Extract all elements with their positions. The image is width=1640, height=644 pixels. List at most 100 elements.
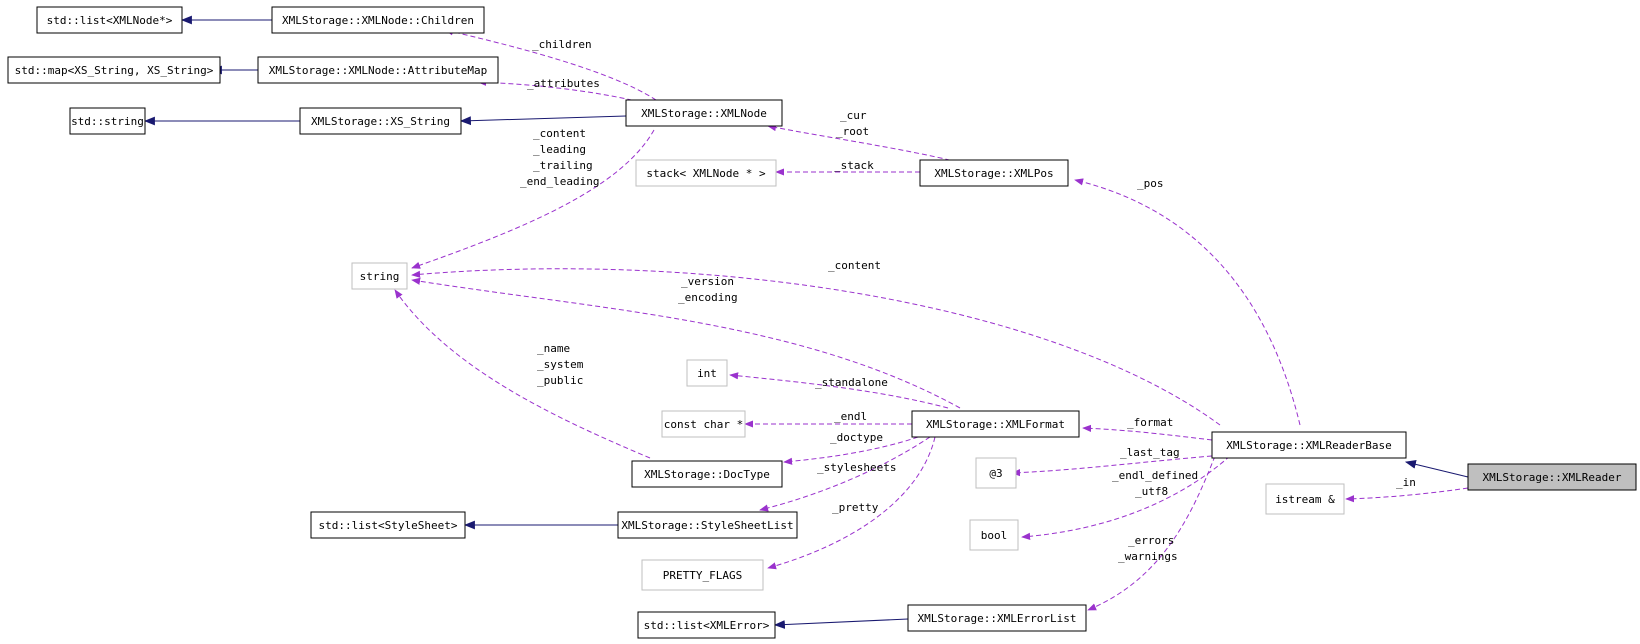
edge-label-pos: _pos — [1137, 177, 1164, 190]
node-std-list-stylesheet[interactable]: std::list<StyleSheet> — [310, 511, 466, 539]
edge-label-last-tag: _last_tag — [1120, 446, 1180, 459]
edge-label-content: _content — [828, 259, 881, 272]
edge-endl-defined-utf8 — [1021, 455, 1231, 540]
node-label: XMLStorage::XMLReader — [1482, 471, 1621, 484]
edge-last-tag — [1011, 455, 1213, 477]
node-std-map[interactable]: std::map<XS_String, XS_String> — [7, 56, 221, 84]
edge-errors-warnings — [1087, 455, 1216, 611]
node-label: int — [697, 367, 717, 380]
edge-cur-root — [767, 124, 959, 163]
node-std-list-xmlnode[interactable]: std::list<XMLNode*> — [36, 6, 183, 34]
node-const-char[interactable]: const char * — [661, 410, 746, 438]
edge-label-xmlnode-content: _content — [533, 127, 586, 140]
edge-label-cur: _cur — [840, 109, 867, 122]
node-label: std::list<XMLNode*> — [47, 14, 173, 27]
edge-label-public: _public — [537, 374, 583, 387]
edge-label-errors: _errors — [1128, 534, 1174, 547]
node-label: @3 — [989, 467, 1002, 480]
edge-children — [444, 28, 657, 101]
node-label: std::map<XS_String, XS_String> — [15, 64, 214, 77]
edge-label-utf8: _utf8 — [1135, 485, 1168, 498]
node-xmlreader[interactable]: XMLStorage::XMLReader — [1467, 463, 1637, 491]
edge-in — [1345, 487, 1469, 503]
node-label: XMLStorage::XS_String — [311, 115, 450, 128]
node-stylesheetlist[interactable]: XMLStorage::StyleSheetList — [617, 511, 798, 539]
node-label: string — [360, 270, 400, 283]
edge-content — [411, 268, 1221, 426]
node-std-list-xmlerror[interactable]: std::list<XMLError> — [637, 611, 776, 639]
node-label: XMLStorage::DocType — [644, 468, 770, 481]
inheritance-edges — [143, 15, 1469, 629]
edge-label-version: _version — [681, 275, 734, 288]
edge-xmlreader-to-xmlreaderbase — [1404, 460, 1469, 478]
edge-format — [1082, 424, 1213, 441]
edge-pretty — [767, 436, 936, 570]
node-label: PRETTY_FLAGS — [663, 569, 742, 582]
edge-xmlerrorlist-to-std-list-xmlerror — [773, 618, 909, 629]
node-attribute-map[interactable]: XMLStorage::XMLNode::AttributeMap — [257, 56, 499, 84]
edge-xmlnode-to-xs-string — [459, 115, 627, 126]
edge-label-attributes: _attributes — [527, 77, 600, 90]
nodes: std::list<XMLNode*> XMLStorage::XMLNode:… — [7, 6, 1637, 639]
edge-label-standalone: _standalone — [815, 376, 888, 389]
node-label: const char * — [664, 418, 743, 431]
node-xmlpos[interactable]: XMLStorage::XMLPos — [919, 159, 1069, 187]
node-label: XMLStorage::XMLReaderBase — [1226, 439, 1392, 452]
node-label: XMLStorage::StyleSheetList — [621, 519, 793, 532]
edge-labels: _children _attributes _cur _root _conten… — [520, 38, 1416, 563]
edge-label-system: _system — [537, 358, 584, 371]
node-int[interactable]: int — [686, 359, 728, 387]
node-stack[interactable]: stack< XMLNode * > — [635, 159, 777, 187]
uses-edges — [394, 28, 1469, 611]
edge-label-encoding: _encoding — [678, 291, 738, 304]
edge-label-endl-defined: _endl_defined — [1112, 469, 1198, 482]
edge-stylesheets — [759, 436, 931, 512]
edge-name-system-public — [394, 289, 651, 459]
edge-label-children: _children — [532, 38, 592, 51]
edge-standalone — [729, 372, 949, 409]
node-at3[interactable]: @3 — [975, 457, 1017, 489]
edge-label-end-leading: _end_leading — [520, 175, 599, 188]
node-label: stack< XMLNode * > — [646, 167, 766, 180]
node-label: std::string — [71, 115, 144, 128]
edge-label-warnings: _warnings — [1118, 550, 1178, 563]
node-xmlerrorlist[interactable]: XMLStorage::XMLErrorList — [907, 604, 1087, 632]
edge-label-endl: _endl — [834, 410, 867, 423]
edge-label-pretty: _pretty — [832, 501, 879, 514]
node-label: XMLStorage::XMLErrorList — [918, 612, 1077, 625]
node-bool[interactable]: bool — [969, 519, 1019, 551]
node-string[interactable]: string — [351, 262, 408, 290]
edge-pos — [1074, 178, 1301, 426]
node-label: XMLStorage::XMLFormat — [926, 418, 1065, 431]
edge-label-leading: _leading — [533, 143, 586, 156]
edge-label-stylesheets: _stylesheets — [817, 461, 896, 474]
edge-label-in: _in — [1396, 476, 1416, 489]
node-label: XMLStorage::XMLPos — [934, 167, 1053, 180]
node-children[interactable]: XMLStorage::XMLNode::Children — [271, 6, 485, 34]
edge-label-format: _format — [1127, 416, 1173, 429]
node-std-string[interactable]: std::string — [69, 107, 146, 135]
edge-label-doctype: _doctype — [830, 431, 883, 444]
node-label: XMLStorage::XMLNode::AttributeMap — [269, 64, 488, 77]
node-doctype[interactable]: XMLStorage::DocType — [631, 460, 783, 488]
node-label: std::list<XMLError> — [644, 619, 770, 632]
edge-label-stack: _stack — [834, 159, 874, 172]
node-label: XMLStorage::XMLNode::Children — [282, 14, 474, 27]
edge-doctype — [783, 436, 919, 465]
node-label: std::list<StyleSheet> — [318, 519, 457, 532]
node-label: istream & — [1275, 493, 1335, 506]
node-xmlformat[interactable]: XMLStorage::XMLFormat — [911, 410, 1080, 438]
node-label: bool — [981, 529, 1008, 542]
edge-label-name: _name — [537, 342, 570, 355]
edge-xmlnode-content — [411, 129, 655, 269]
node-xmlreaderbase[interactable]: XMLStorage::XMLReaderBase — [1211, 431, 1407, 459]
edge-version-encoding — [411, 277, 961, 409]
node-xs-string[interactable]: XMLStorage::XS_String — [299, 107, 462, 135]
node-xmlnode[interactable]: XMLStorage::XMLNode — [625, 99, 783, 127]
node-label: XMLStorage::XMLNode — [641, 107, 767, 120]
edge-label-trailing: _trailing — [533, 159, 593, 172]
edge-label-root: _root — [836, 125, 869, 138]
node-pretty-flags[interactable]: PRETTY_FLAGS — [641, 559, 764, 591]
node-istream[interactable]: istream & — [1265, 483, 1345, 515]
